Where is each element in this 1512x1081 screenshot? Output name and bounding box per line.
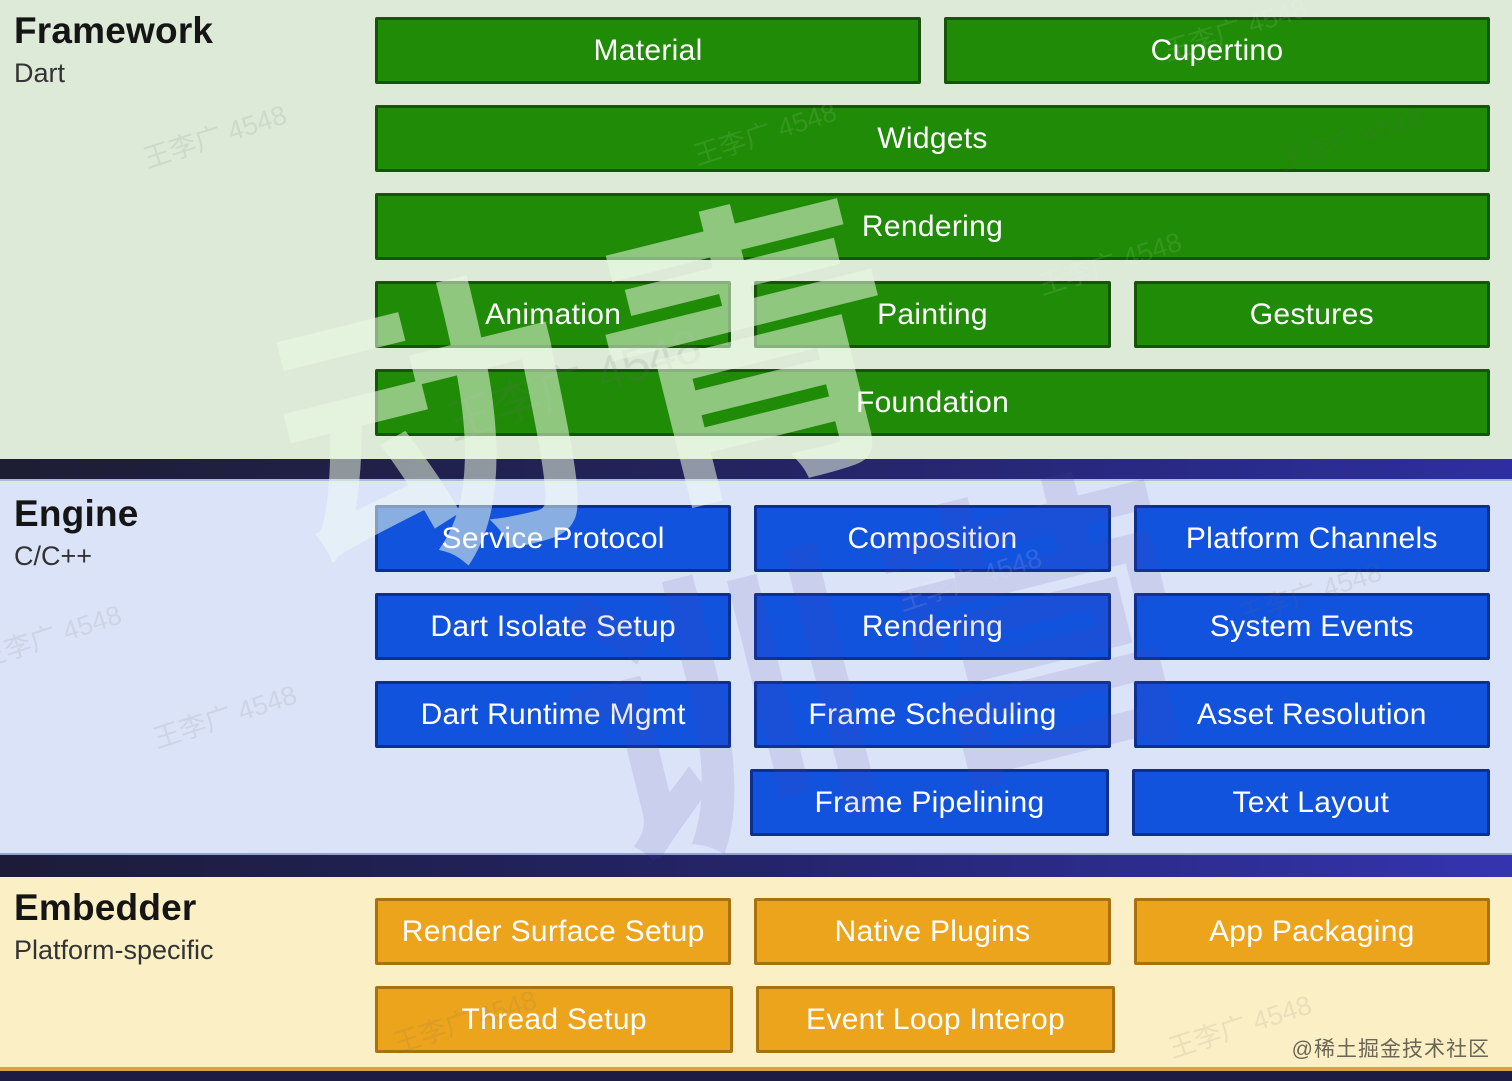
block-painting: Painting bbox=[754, 281, 1111, 348]
block-platform-channels: Platform Channels bbox=[1133, 505, 1490, 572]
block-native-plugins: Native Plugins bbox=[754, 898, 1111, 965]
block-foundation: Foundation bbox=[375, 369, 1490, 436]
engine-label: Engine C/C++ bbox=[14, 493, 139, 572]
engine-title: Engine bbox=[14, 493, 139, 534]
block-render-surface-setup: Render Surface Setup bbox=[375, 898, 732, 965]
block-event-loop-interop: Event Loop Interop bbox=[756, 986, 1115, 1053]
block-rendering-framework: Rendering bbox=[375, 193, 1490, 260]
block-text-layout: Text Layout bbox=[1131, 769, 1490, 836]
block-dart-isolate-setup: Dart Isolate Setup bbox=[375, 593, 732, 660]
gold-divider bbox=[0, 1067, 1512, 1071]
block-gestures: Gestures bbox=[1133, 281, 1490, 348]
block-app-packaging: App Packaging bbox=[1133, 898, 1490, 965]
embedder-layer: Embedder Platform-specific Render Surfac… bbox=[0, 877, 1512, 1067]
engine-blocks: Service Protocol Composition Platform Ch… bbox=[375, 505, 1490, 836]
block-composition: Composition bbox=[754, 505, 1111, 572]
block-thread-setup: Thread Setup bbox=[375, 986, 734, 1053]
framework-label: Framework Dart bbox=[14, 10, 213, 89]
block-service-protocol: Service Protocol bbox=[375, 505, 732, 572]
framework-layer: Framework Dart Material Cupertino Widget… bbox=[0, 0, 1512, 459]
framework-engine-divider bbox=[0, 459, 1512, 481]
block-dart-runtime-mgmt: Dart Runtime Mgmt bbox=[375, 681, 732, 748]
framework-title: Framework bbox=[14, 10, 214, 51]
engine-subtitle: C/C++ bbox=[14, 541, 93, 571]
embedder-label: Embedder Platform-specific bbox=[14, 887, 214, 966]
block-widgets: Widgets bbox=[375, 105, 1490, 172]
bottom-bar bbox=[0, 1071, 1512, 1081]
framework-blocks: Material Cupertino Widgets Rendering Ani… bbox=[375, 17, 1490, 436]
block-rendering-engine: Rendering bbox=[754, 593, 1111, 660]
embedder-subtitle: Platform-specific bbox=[14, 935, 214, 965]
engine-embedder-divider bbox=[0, 853, 1512, 877]
embedder-title: Embedder bbox=[14, 887, 197, 928]
block-asset-resolution: Asset Resolution bbox=[1133, 681, 1490, 748]
block-system-events: System Events bbox=[1133, 593, 1490, 660]
block-animation: Animation bbox=[375, 281, 732, 348]
block-material: Material bbox=[375, 17, 921, 84]
embedder-blocks: Render Surface Setup Native Plugins App … bbox=[375, 898, 1490, 1053]
framework-subtitle: Dart bbox=[14, 58, 66, 88]
block-frame-scheduling: Frame Scheduling bbox=[754, 681, 1111, 748]
block-cupertino: Cupertino bbox=[944, 17, 1490, 84]
block-frame-pipelining: Frame Pipelining bbox=[750, 769, 1109, 836]
engine-layer: Engine C/C++ Service Protocol Compositio… bbox=[0, 483, 1512, 853]
